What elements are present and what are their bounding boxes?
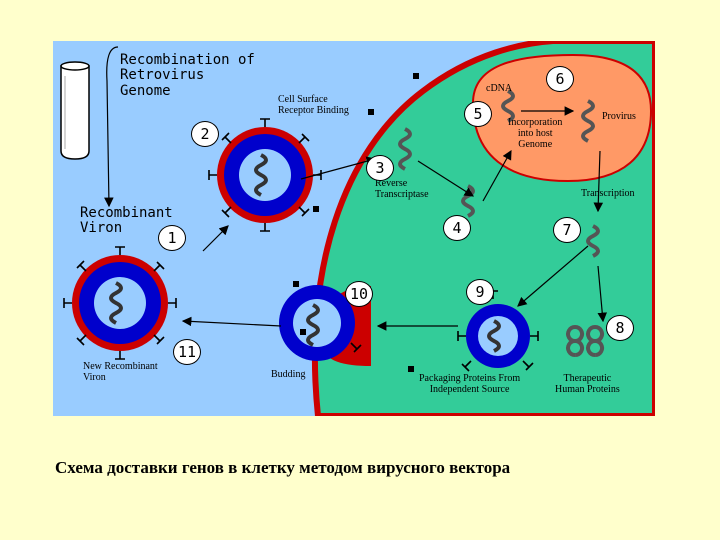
assembling-virus-9 — [466, 304, 530, 368]
nucleus — [471, 53, 653, 183]
label-new-recombinant: New Recombinant Viron — [83, 361, 158, 383]
step-8: 8 — [606, 315, 634, 341]
label-packaging: Packaging Proteins From Independent Sour… — [419, 373, 521, 395]
label-budding: Budding — [271, 369, 306, 380]
membrane-receptors — [293, 73, 419, 372]
step-3: 3 — [366, 155, 394, 181]
label-cdna: cDNA — [486, 83, 513, 94]
virus-particle-1 — [72, 255, 168, 351]
diagram-graphics — [60, 41, 655, 416]
step-9: 9 — [466, 279, 494, 305]
label-cell-surface: Cell Surface Receptor Binding — [278, 94, 349, 116]
step-5: 5 — [464, 101, 492, 127]
step-1: 1 — [158, 225, 186, 251]
virus-particle-2 — [217, 127, 313, 223]
step-2: 2 — [191, 121, 219, 147]
label-recombinant-viron: Recombinant Viron — [80, 205, 173, 237]
label-therapeutic: Therapeutic Human Proteins — [555, 373, 620, 395]
step-6: 6 — [546, 66, 574, 92]
step-4: 4 — [443, 215, 471, 241]
label-transcription: Transcription — [581, 188, 635, 199]
label-reverse-transcriptase: Reverse Transcriptase — [375, 178, 429, 200]
step-11: 11 — [173, 339, 201, 365]
caption: Схема доставки генов в клетку методом ви… — [55, 458, 511, 477]
test-tube — [60, 61, 90, 160]
label-provirus: Provirus — [602, 111, 636, 122]
step-7: 7 — [553, 217, 581, 243]
step-10: 10 — [345, 281, 373, 307]
label-incorporation: Incorporation into host Genome — [508, 117, 563, 150]
label-recombination: Recombination of Retrovirus Genome — [120, 52, 255, 99]
process-arrows — [104, 46, 608, 331]
gene-delivery-diagram: Recombination of Retrovirus Genome Recom… — [53, 41, 655, 416]
